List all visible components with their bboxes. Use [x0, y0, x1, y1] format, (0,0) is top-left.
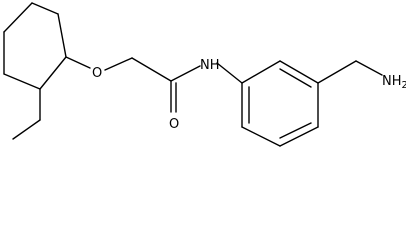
cyclohexane-ring	[3, 2, 67, 90]
ethyl-group	[12, 88, 41, 140]
ethyl-bond-2	[12, 119, 41, 140]
ring-bond-2	[57, 13, 67, 58]
ring-bond-4	[3, 73, 41, 90]
ring-to-ch2-bond	[317, 60, 357, 84]
ch2-to-amine-bond	[355, 60, 383, 76]
nitrogen-to-ring-bond	[216, 62, 243, 84]
benzene-bond-2	[279, 60, 319, 84]
benzene-bond-4	[279, 126, 319, 147]
ring-bond-3	[39, 56, 67, 90]
benzene-inner-bond-2	[279, 122, 312, 139]
amine-subscript: 2	[402, 80, 406, 91]
oxygen-to-ch2-bond	[104, 57, 133, 71]
carbonyl-to-nitrogen-bond	[170, 65, 201, 82]
amine-nh-text: NH	[382, 74, 402, 89]
benzene-bond-1	[241, 60, 281, 84]
chemical-structure-diagram: O O NH NH2	[3, 2, 406, 147]
carbonyl-oxygen-label: O	[169, 117, 179, 132]
ring-to-oxygen-bond	[65, 56, 91, 69]
benzene-ring	[241, 60, 319, 147]
ether-oxygen-label: O	[92, 66, 102, 81]
benzene-inner-bond-1	[279, 68, 312, 88]
amine-nitrogen-label: NH2	[382, 74, 406, 91]
benzene-bond-5	[241, 126, 281, 147]
carbonyl-double-bond	[170, 80, 177, 113]
ch2-to-carbonyl-bond	[131, 57, 172, 82]
ring-bond-1	[31, 2, 59, 15]
ring-bond-6	[3, 2, 33, 33]
amide-nitrogen-label: NH	[200, 58, 220, 73]
